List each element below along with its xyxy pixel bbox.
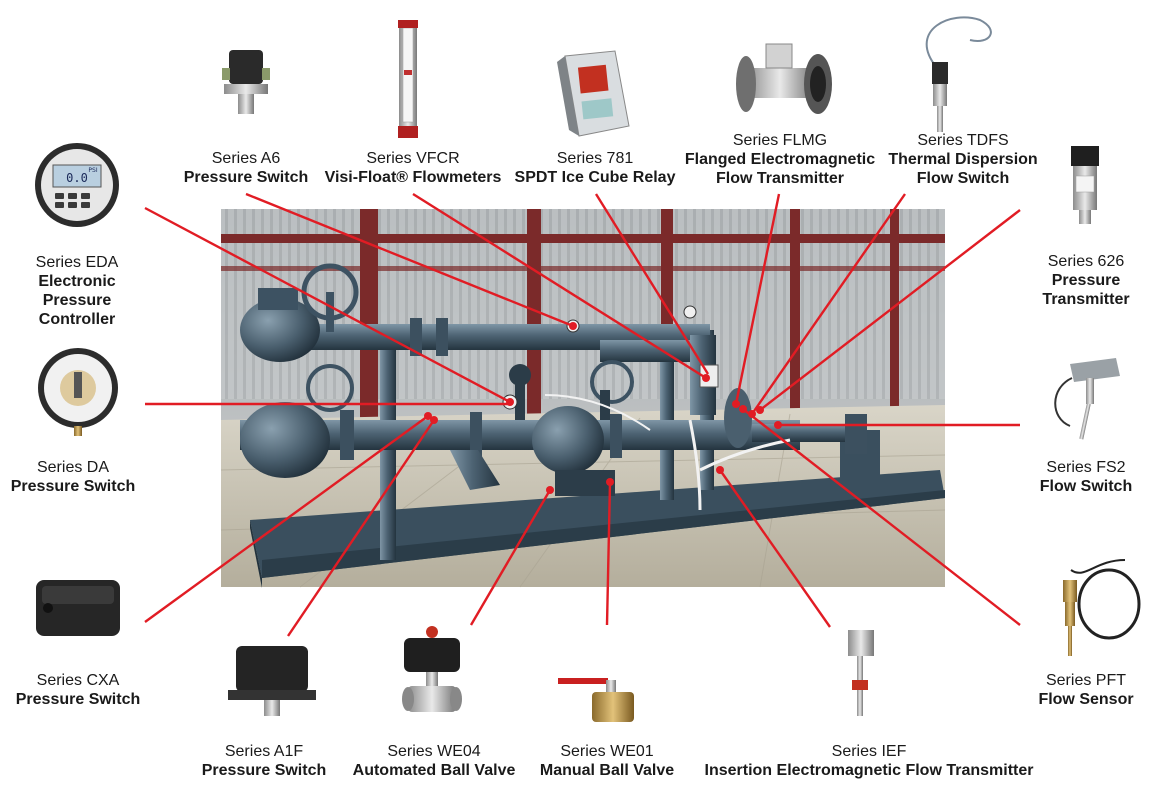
pressure-transmitter-icon <box>1071 146 1099 224</box>
series-label: Series WE01 <box>560 743 653 760</box>
thermal-switch-icon <box>925 16 992 132</box>
callout-pft: Series PFT Flow Sensor <box>1038 672 1133 708</box>
series-label: Series FLMG <box>733 132 827 149</box>
series-label: Series FS2 <box>1046 459 1125 476</box>
callout-vfcr: Series VFCR Visi-Float® Flowmeters <box>325 150 502 186</box>
leader-line-tdfs <box>751 193 906 415</box>
leader-line-we04 <box>469 489 552 626</box>
actuated-valve-icon <box>402 626 462 712</box>
product-name: Flow Sensor <box>1038 691 1133 708</box>
product-name: Manual Ball Valve <box>540 762 674 779</box>
leader-line-cxa <box>144 415 429 623</box>
product-name-line3: Controller <box>39 311 115 328</box>
product-name-line2: Flow Transmitter <box>716 170 844 187</box>
series-label: Series PFT <box>1046 672 1126 689</box>
product-name: Flow Switch <box>1040 478 1132 495</box>
series-label: Series IEF <box>832 743 907 760</box>
leader-line-vfcr <box>412 192 707 380</box>
product-name: Pressure Switch <box>11 478 136 495</box>
product-name: Pressure Switch <box>184 169 309 186</box>
product-name: Automated Ball Valve <box>353 762 516 779</box>
flow-sensor-icon <box>1063 559 1141 656</box>
series-label: Series A1F <box>225 743 303 760</box>
product-name: Pressure <box>1052 272 1121 289</box>
paddle-switch-icon <box>1054 358 1120 440</box>
leader-line-flmg <box>734 193 781 405</box>
product-name: SPDT Ice Cube Relay <box>515 169 676 186</box>
product-name-line2: Pressure <box>43 292 112 309</box>
product-name-line2: Flow Switch <box>917 170 1009 187</box>
leader-line-781 <box>594 193 710 375</box>
series-label: Series 626 <box>1048 253 1125 270</box>
leader-lines <box>144 192 1021 637</box>
callout-ief: Series IEF Insertion Electromagnetic Flo… <box>705 743 1034 779</box>
series-label: Series A6 <box>212 150 281 167</box>
gauge-readout: 0.0 <box>66 171 88 185</box>
product-name: Flanged Electromagnetic <box>685 151 875 168</box>
product-name-line2: Transmitter <box>1042 291 1129 308</box>
enclosure-switch-icon <box>36 580 120 636</box>
skid-illustration <box>220 209 946 588</box>
leader-endpoints <box>424 322 782 494</box>
leader-line-eda <box>144 206 511 404</box>
gauge-unit: PSI <box>88 167 97 174</box>
series-label: Series EDA <box>36 254 119 271</box>
product-name: Pressure Switch <box>16 691 141 708</box>
weatherproof-switch-icon <box>228 646 316 716</box>
leader-line-a1f <box>287 419 435 637</box>
callout-da: Series DA Pressure Switch <box>11 459 136 495</box>
callout-flmg: Series FLMG Flanged Electromagnetic Flow… <box>685 132 875 187</box>
callout-we01: Series WE01 Manual Ball Valve <box>540 743 674 779</box>
product-name: Thermal Dispersion <box>888 151 1037 168</box>
leader-line-we01 <box>605 481 612 626</box>
callout-eda: Series EDA Electronic Pressure Controlle… <box>36 254 119 328</box>
series-label: Series WE04 <box>387 743 480 760</box>
leader-line-ief <box>719 469 831 628</box>
callout-a6: Series A6 Pressure Switch <box>184 150 309 186</box>
callout-626: Series 626 Pressure Transmitter <box>1042 253 1129 308</box>
pressure-switch-icon <box>222 50 270 114</box>
callout-a1f: Series A1F Pressure Switch <box>202 743 327 779</box>
series-label: Series TDFS <box>917 132 1008 149</box>
flowmeter-icon <box>398 20 418 138</box>
leader-line-pft <box>742 408 1021 626</box>
callout-fs2: Series FS2 Flow Switch <box>1040 459 1132 495</box>
series-label: Series VFCR <box>366 150 459 167</box>
product-name: Visi-Float® Flowmeters <box>325 169 502 186</box>
digital-gauge-icon: 0.0 PSI <box>35 143 119 227</box>
insertion-flowmeter-icon <box>848 630 874 716</box>
product-name: Electronic <box>38 273 115 290</box>
lower-pipe <box>240 305 867 511</box>
series-label: Series 781 <box>557 150 634 167</box>
product-name: Pressure Switch <box>202 762 327 779</box>
callout-we04: Series WE04 Automated Ball Valve <box>353 743 516 779</box>
series-label: Series CXA <box>37 672 120 689</box>
callout-781: Series 781 SPDT Ice Cube Relay <box>515 150 676 186</box>
callout-tdfs: Series TDFS Thermal Dispersion Flow Swit… <box>888 132 1037 187</box>
product-name: Insertion Electromagnetic Flow Transmitt… <box>705 762 1034 779</box>
series-label: Series DA <box>37 459 109 476</box>
callout-labels: Series A6 Pressure Switch Series VFCR Vi… <box>11 132 1134 779</box>
leader-line-a6 <box>245 192 574 328</box>
flanged-flowmeter-icon <box>736 43 832 114</box>
leader-line-626 <box>759 209 1021 411</box>
callout-cxa: Series CXA Pressure Switch <box>16 672 141 708</box>
ball-valve-icon <box>558 678 634 722</box>
relay-icon <box>557 50 630 137</box>
dial-switch-icon <box>38 348 118 436</box>
